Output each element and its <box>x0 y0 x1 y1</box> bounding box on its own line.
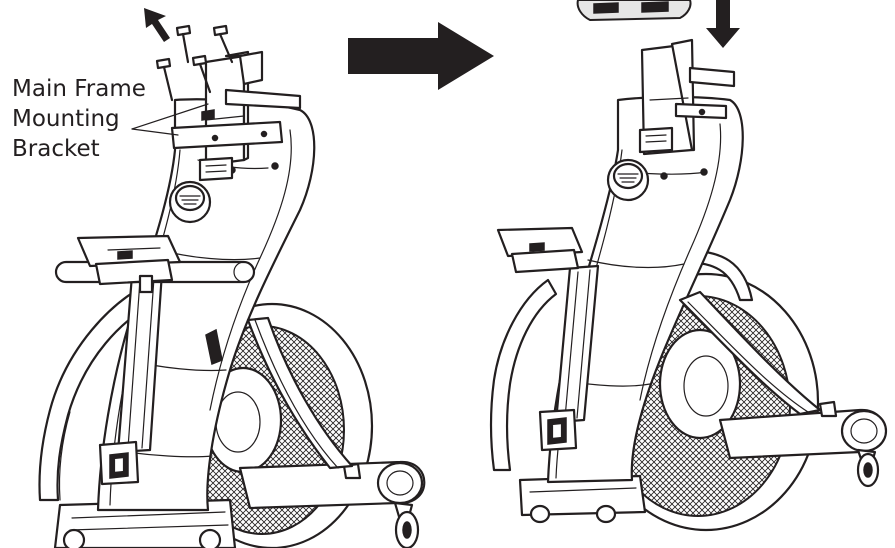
left-bike-illustration <box>38 8 426 548</box>
left-pedal-linkage <box>98 270 164 486</box>
left-footrest <box>76 234 182 294</box>
right-console <box>576 0 692 21</box>
left-mounting-bracket <box>170 50 302 182</box>
right-rear-strut <box>678 290 822 416</box>
bolt <box>191 54 212 94</box>
bolt <box>175 24 192 64</box>
right-pedal-linkage <box>538 264 600 452</box>
right-tension-knob <box>606 158 650 202</box>
down-arrow-icon <box>706 0 740 48</box>
bolt <box>155 57 174 102</box>
left-rear-strut <box>205 316 354 470</box>
right-arm-handle <box>489 278 558 472</box>
left-tension-knob <box>168 180 212 224</box>
right-arrow-icon <box>348 22 494 90</box>
right-footrest <box>496 226 584 274</box>
right-upper-post <box>638 38 736 156</box>
right-front-base <box>518 474 647 524</box>
callout-line-1: Main Frame <box>12 76 146 102</box>
right-bike-illustration <box>489 0 888 532</box>
callout-line-2: Mounting <box>12 106 120 132</box>
bracket-callout-label: Main Frame Mounting Bracket <box>12 74 146 164</box>
left-mounting-bolts <box>155 24 234 102</box>
left-front-base <box>53 498 237 548</box>
left-rear-base <box>238 460 426 548</box>
right-rear-base <box>718 400 888 488</box>
bolt <box>212 24 234 64</box>
up-left-arrow-icon <box>144 8 170 42</box>
callout-leader-lines <box>131 103 209 136</box>
callout-line-3: Bracket <box>12 136 100 162</box>
